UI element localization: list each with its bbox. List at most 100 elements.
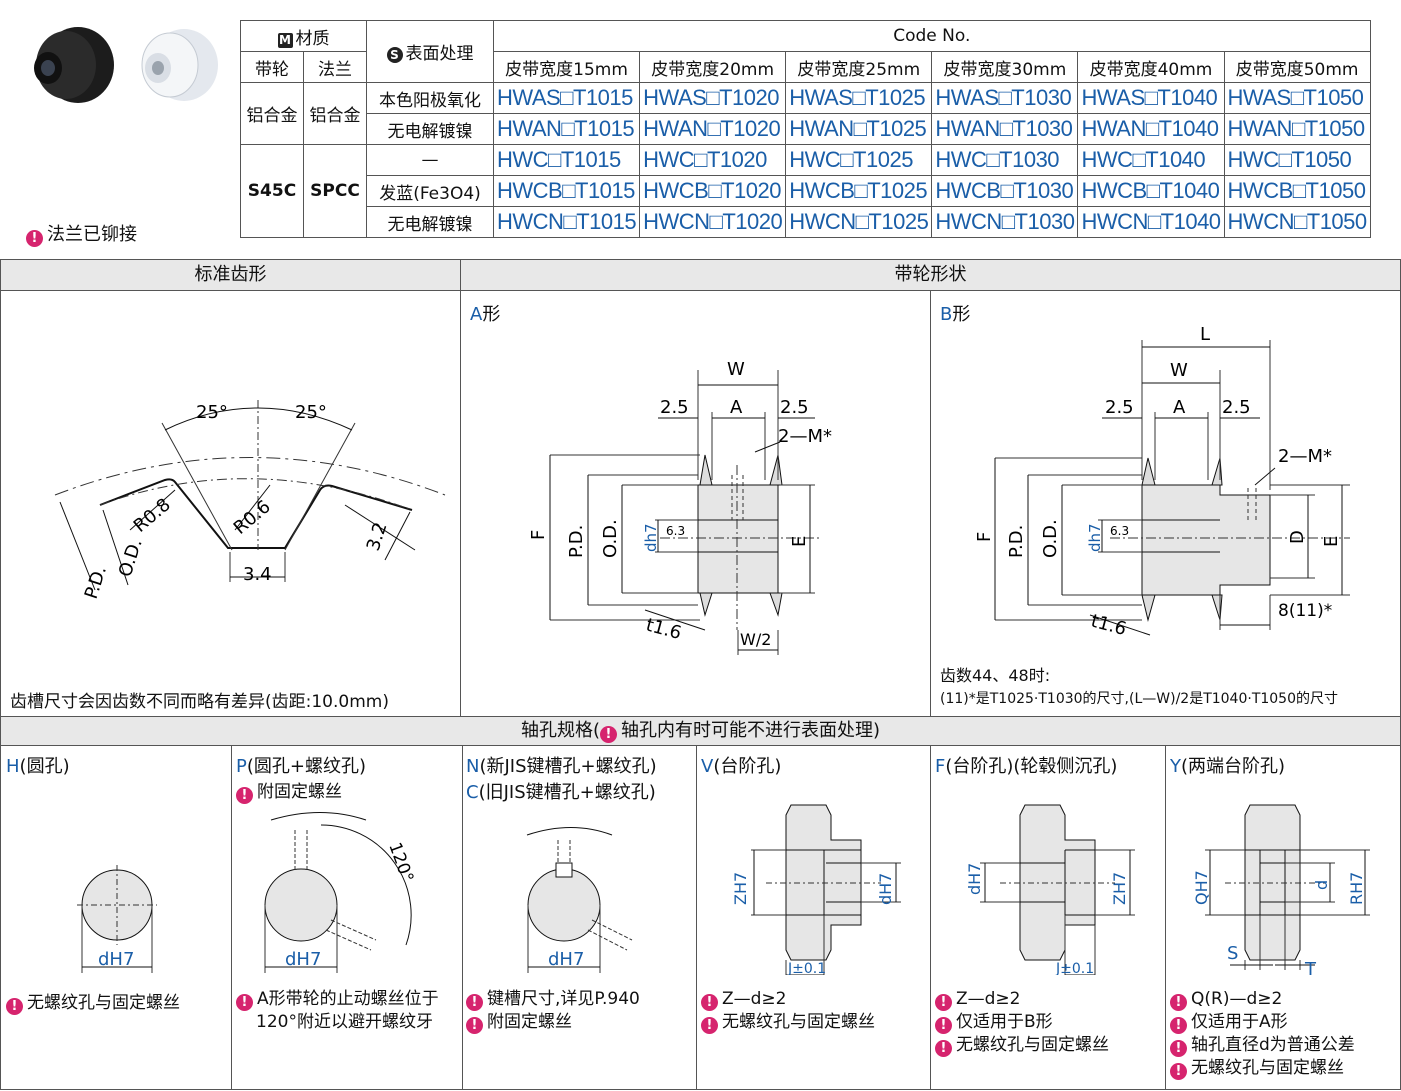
code-cell[interactable]: HWAN□T1020	[639, 113, 787, 145]
tooth-height: 3.2	[363, 520, 392, 554]
code-cell[interactable]: HWAN□T1025	[785, 113, 933, 145]
table-row: 铝合金 铝合金 本色阳极氧化 HWAS□T1015 HWAS□T1020 HWA…	[240, 82, 1371, 145]
note-icon: !	[935, 1017, 952, 1034]
bore-n-dim: dH7	[548, 949, 584, 970]
bore-f-d: dH7	[965, 863, 984, 895]
bore-y-title: Y(两端台阶孔)	[1170, 756, 1286, 777]
shape-b-rough: 6.3	[1110, 524, 1129, 538]
bore-p-title: P(圆孔+螺纹孔)	[236, 756, 366, 777]
shape-b-dd: D	[1287, 530, 1308, 544]
code-cell[interactable]: HWC□T1020	[639, 144, 787, 176]
code-cell[interactable]: HWAS□T1050	[1223, 82, 1371, 114]
table-row: 发蓝(Fe3O4) HWCB□T1015 HWCB□T1020 HWCB□T10…	[241, 175, 1371, 207]
code-cell[interactable]: HWAN□T1015	[492, 113, 641, 145]
bore-f-note: !Z—d≥2!仅适用于B形!无螺纹孔与固定螺丝	[935, 988, 1109, 1057]
shape-a-od: O.D.	[600, 519, 621, 558]
pulley-material: 铝合金	[240, 82, 304, 145]
bore-p-dim: dH7	[285, 949, 321, 970]
code-cell[interactable]: HWC□T1040	[1077, 144, 1225, 176]
code-cell[interactable]: HWCN□T1050	[1223, 206, 1371, 238]
shape-b-pd: P.D.	[1006, 525, 1027, 558]
bore-h-diagram: dH7	[77, 865, 157, 973]
note-icon: !	[935, 994, 952, 1011]
bore-f-diagram: dH7 ZH7 J±0.1	[965, 804, 1135, 975]
shape-b-f: F	[974, 532, 995, 542]
note-icon: !	[600, 726, 617, 743]
tooth-od: O.D.	[115, 536, 147, 579]
flange-note: !法兰已铆接	[26, 220, 137, 247]
code-cell[interactable]: HWC□T1015	[492, 144, 641, 176]
bore-h-dim: dH7	[98, 949, 134, 970]
note-icon: !	[1170, 994, 1187, 1011]
code-cell[interactable]: HWAN□T1040	[1077, 113, 1225, 145]
shape-b-d-small: dh7	[1086, 523, 1104, 552]
code-cell[interactable]: HWCB□T1040	[1077, 175, 1225, 207]
shape-b-a: A	[1173, 397, 1186, 418]
code-cell[interactable]: HWAS□T1025	[785, 82, 933, 114]
code-cell[interactable]: HWCN□T1020	[639, 206, 787, 238]
code-cell[interactable]: HWC□T1050	[1223, 144, 1371, 176]
code-cell[interactable]: HWC□T1030	[931, 144, 1079, 176]
bore-y-s: S	[1227, 943, 1238, 964]
tooth-angle-right: 25°	[295, 402, 327, 423]
bore-v-d: dH7	[876, 873, 895, 905]
bore-v-z: ZH7	[731, 872, 750, 905]
code-cell[interactable]: HWAS□T1020	[639, 82, 787, 114]
code-cell[interactable]: HWCN□T1030	[931, 206, 1079, 238]
shape-b-l: L	[1200, 324, 1210, 345]
note-icon: !	[935, 1040, 952, 1057]
surface-cell: 无电解镀镍	[366, 113, 494, 145]
code-cell[interactable]: HWAN□T1030	[931, 113, 1079, 145]
shape-a-e: E	[789, 536, 810, 547]
bore-p-sub: !附固定螺丝	[236, 777, 342, 804]
bore-n-title: N(新JIS键槽孔+螺纹孔)	[466, 756, 657, 777]
product-photos	[34, 27, 218, 103]
note-icon: !	[6, 998, 23, 1015]
tooth-pd: P.D.	[81, 563, 111, 601]
code-cell[interactable]: HWCN□T1040	[1077, 206, 1225, 238]
bore-v-title: V(台阶孔)	[701, 756, 782, 777]
code-cell[interactable]: HWCN□T1015	[492, 206, 641, 238]
flange-material: SPCC	[303, 144, 367, 238]
code-cell[interactable]: HWCN□T1025	[785, 206, 933, 238]
shape-b-od: O.D.	[1040, 519, 1061, 558]
bore-f-z: ZH7	[1110, 872, 1129, 905]
shape-a-pd: P.D.	[566, 525, 587, 558]
code-cell[interactable]: HWAS□T1015	[492, 82, 641, 114]
flange-col: 法兰	[303, 51, 367, 83]
bore-y-note: !Q(R)—d≥2!仅适用于A形!轴孔直径d为普通公差!无螺纹孔与固定螺丝	[1170, 988, 1355, 1080]
bore-h-note: !无螺纹孔与固定螺丝	[6, 988, 180, 1015]
width-header: 皮带宽度30mm	[931, 51, 1079, 83]
note-icon: !	[701, 1017, 718, 1034]
code-cell[interactable]: HWC□T1025	[785, 144, 933, 176]
code-cell[interactable]: HWCB□T1050	[1223, 175, 1371, 207]
width-header: 皮带宽度20mm	[639, 51, 787, 83]
shape-a-title: A形	[470, 304, 501, 325]
note-icon: !	[236, 787, 253, 804]
tooth-angle-left: 25°	[196, 402, 228, 423]
bore-f-title: F(台阶孔)(轮毂侧沉孔)	[935, 756, 1118, 777]
shape-b-note2: (11)*是T1025·T1030的尺寸,(L—W)/2是T1040·T1050…	[940, 691, 1339, 707]
code-cell[interactable]: HWAS□T1030	[931, 82, 1079, 114]
shape-a-f: F	[528, 530, 549, 540]
bore-n-note: !键槽尺寸,详见P.940!附固定螺丝	[466, 988, 640, 1034]
note-icon: !	[1170, 1040, 1187, 1057]
tooth-width: 3.4	[243, 564, 272, 585]
code-cell[interactable]: HWAS□T1040	[1077, 82, 1225, 114]
shape-b-t: t1.6	[1089, 611, 1129, 641]
surface-icon: S	[386, 47, 403, 63]
code-cell[interactable]: HWAN□T1050	[1223, 113, 1371, 145]
tooth-section-header: 标准齿形	[0, 259, 461, 291]
white-pulley-image	[141, 29, 218, 101]
shape-a-t: t1.6	[644, 615, 684, 645]
black-pulley-image	[34, 27, 114, 103]
code-cell[interactable]: HWCB□T1025	[785, 175, 933, 207]
bore-n-diagram: dH7	[526, 827, 633, 973]
code-cell[interactable]: HWCB□T1020	[639, 175, 787, 207]
note-icon: !	[236, 994, 253, 1011]
note-icon: !	[466, 1017, 483, 1034]
code-cell[interactable]: HWCB□T1015	[492, 175, 641, 207]
width-header: 皮带宽度50mm	[1223, 51, 1371, 83]
code-cell[interactable]: HWCB□T1030	[931, 175, 1079, 207]
